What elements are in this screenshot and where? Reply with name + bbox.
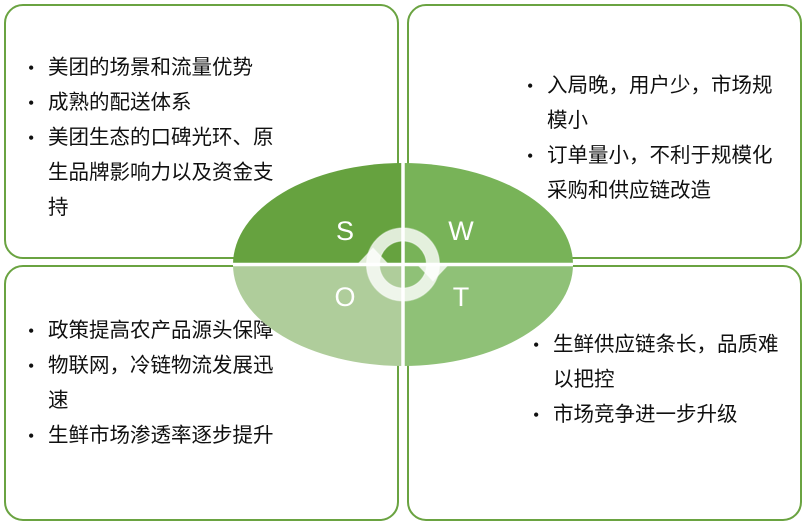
quadrant-strengths[interactable]: 美团的场景和流量优势 成熟的配送体系 美团生态的口碑光环、原生品牌影响力以及资金… bbox=[4, 4, 399, 259]
list-item: 市场竞争进一步升级 bbox=[531, 398, 783, 433]
quadrant-threats[interactable]: 生鲜供应链条长，品质难以把控 市场竞争进一步升级 bbox=[407, 265, 802, 521]
list-item: 订单量小，不利于规模化采购和供应链改造 bbox=[525, 139, 775, 209]
list-item: 美团生态的口碑光环、原生品牌影响力以及资金支持 bbox=[26, 121, 276, 226]
strengths-bullet-list: 美团的场景和流量优势 成熟的配送体系 美团生态的口碑光环、原生品牌影响力以及资金… bbox=[26, 51, 276, 226]
list-item: 物联网，冷链物流发展迅速 bbox=[26, 349, 281, 419]
weaknesses-bullet-list: 入局晚，用户少，市场规模小 订单量小，不利于规模化采购和供应链改造 bbox=[525, 69, 775, 209]
list-item: 生鲜供应链条长，品质难以把控 bbox=[531, 328, 783, 398]
quadrant-weaknesses[interactable]: 入局晚，用户少，市场规模小 订单量小，不利于规模化采购和供应链改造 bbox=[407, 4, 802, 259]
threats-bullet-list: 生鲜供应链条长，品质难以把控 市场竞争进一步升级 bbox=[531, 328, 783, 433]
list-item: 美团的场景和流量优势 bbox=[26, 51, 276, 86]
list-item: 政策提高农产品源头保障 bbox=[26, 314, 281, 349]
list-item: 入局晚，用户少，市场规模小 bbox=[525, 69, 775, 139]
opportunities-bullet-list: 政策提高农产品源头保障 物联网，冷链物流发展迅速 生鲜市场渗透率逐步提升 bbox=[26, 314, 281, 454]
list-item: 生鲜市场渗透率逐步提升 bbox=[26, 419, 281, 454]
quadrant-opportunities[interactable]: 政策提高农产品源头保障 物联网，冷链物流发展迅速 生鲜市场渗透率逐步提升 bbox=[4, 265, 399, 521]
list-item: 成熟的配送体系 bbox=[26, 86, 276, 121]
